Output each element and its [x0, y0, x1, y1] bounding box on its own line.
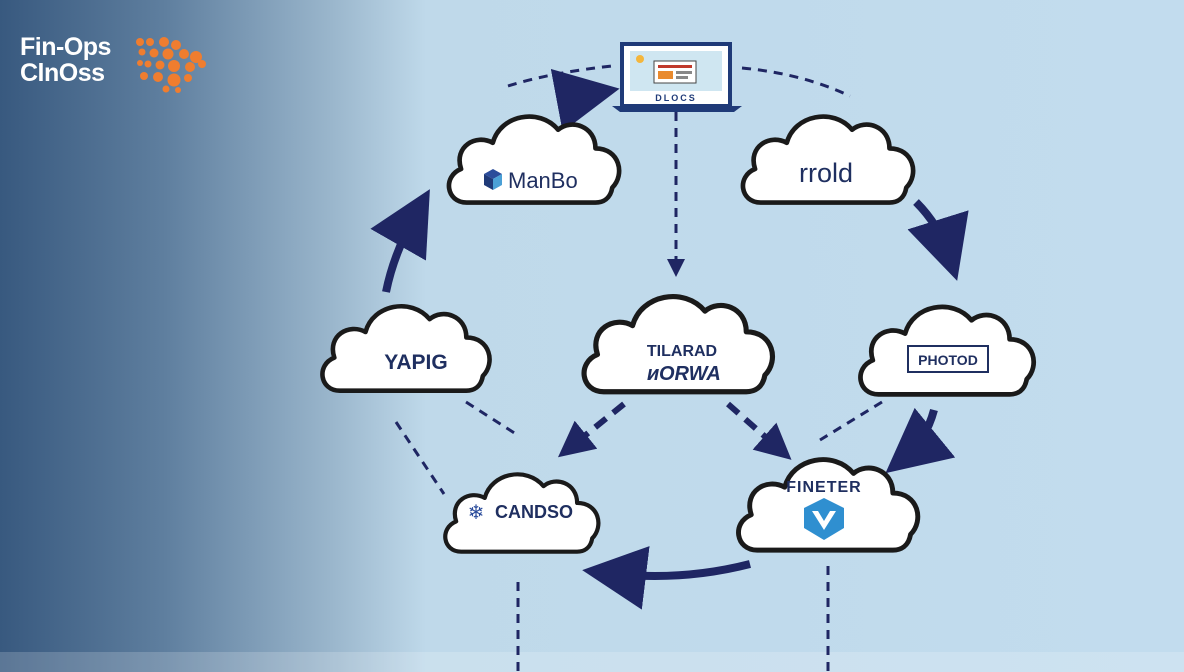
photod-label: PHOTOD: [918, 352, 978, 368]
arrow-fineter-to-candso: [582, 546, 751, 610]
center-label-line1: TILARAD: [647, 343, 717, 360]
brand-dots-logo-icon: [136, 37, 206, 93]
arrow-rrold-to-photod: [907, 199, 969, 281]
apig-label: YAPIG: [384, 351, 447, 374]
laptop-screen-text: DLOCS: [655, 93, 697, 103]
bottom-band: [0, 652, 1184, 672]
sun-icon: [636, 55, 644, 63]
dash-center-to-fineter: [726, 401, 792, 460]
rrold-label: rrold: [799, 158, 853, 188]
arrow-apig-to-manbo: [370, 189, 430, 293]
cube-icon: [484, 169, 502, 190]
arrow-photod-to-fineter: [885, 407, 956, 474]
manbo-label: ManBo: [508, 168, 578, 193]
dash-photod-to-fineter: [819, 400, 883, 442]
fineter-label: FINETER: [786, 479, 861, 496]
candso-label: CANDSO: [495, 502, 573, 522]
cloud-center: TILARAD ᴎORWA: [584, 297, 772, 392]
center-label-line2: ᴎORWA: [647, 363, 721, 385]
cloud-fineter: FINETER: [739, 460, 918, 551]
cloud-photod: PHOTOD: [860, 307, 1033, 394]
dash-center-to-candso: [557, 401, 626, 458]
cloud-rrold: rrold: [743, 117, 913, 203]
dash-apig-to-candso: [394, 421, 446, 495]
brand: Fin-Ops ClnOss: [20, 34, 111, 86]
cloud-apig: YAPIG: [322, 306, 489, 390]
arrow-manbo-to-laptop: [550, 68, 620, 132]
brand-line-1: Fin-Ops: [20, 33, 111, 61]
dash-apig-to-candso-2: [465, 400, 517, 436]
dash-top-left: [507, 64, 613, 88]
laptop-node: DLOCS: [612, 42, 742, 112]
dash-top-right: [741, 66, 851, 98]
cloud-manbo: ManBo: [449, 117, 619, 203]
shield-v-icon: [804, 498, 844, 540]
cloud-candso: ❄ CANDSO: [445, 474, 598, 551]
snowflake-icon: ❄: [468, 500, 485, 524]
photod-frame: [907, 345, 989, 373]
brand-line-2: ClnOss: [20, 59, 105, 87]
